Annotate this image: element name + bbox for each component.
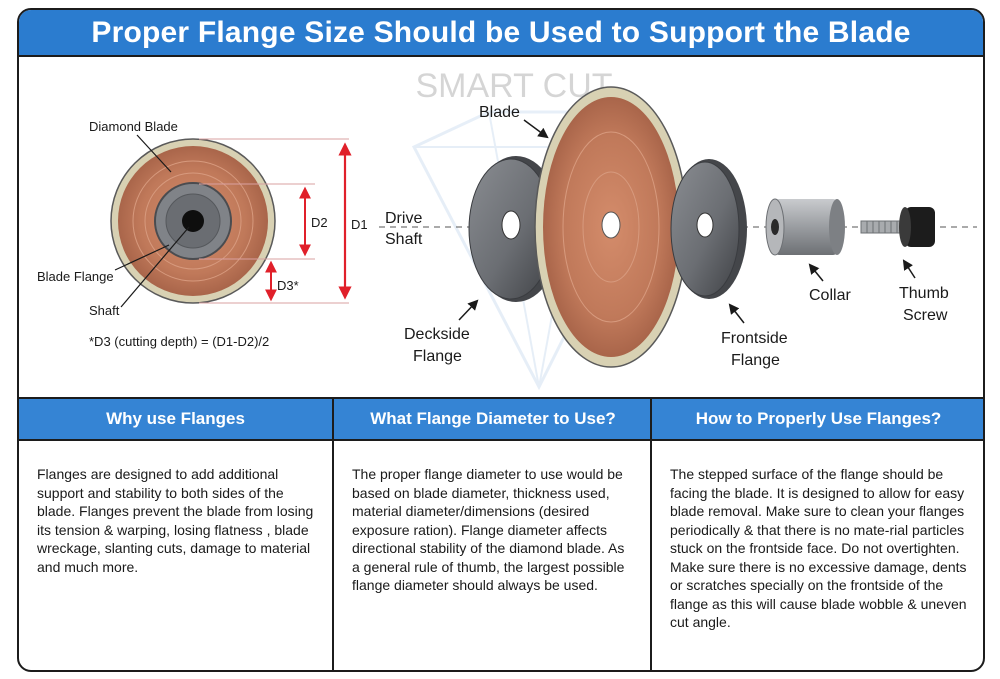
proper-use-column: How to Properly Use Flanges? The stepped… [650,399,983,670]
infographic-frame: Proper Flange Size Should be Used to Sup… [17,8,985,672]
flange-diameter-text: The proper flange diameter to use would … [352,466,625,593]
blade-flange-label: Blade Flange [37,269,114,284]
drive-shaft-label-line2: Shaft [385,231,423,248]
deckside-flange-label-line2: Flange [413,348,462,365]
proper-use-heading: How to Properly Use Flanges? [652,399,983,441]
cutting-depth-formula: *D3 (cutting depth) = (D1-D2)/2 [89,334,269,349]
blade-label: Blade [479,104,520,121]
frontside-flange [670,159,747,299]
thumb-screw-label-line2: Screw [903,307,948,324]
proper-use-text: The stepped surface of the flange should… [670,466,967,630]
why-use-flanges-text: Flanges are designed to add additional s… [37,466,314,575]
blade-side-view [534,86,688,368]
info-columns: Why use Flanges Flanges are designed to … [19,397,983,670]
shaft-label: Shaft [89,303,120,318]
drive-shaft-label-line1: Drive [385,210,422,227]
thumb-screw [860,207,935,247]
shaft-hole [182,210,204,232]
flange-diameter-heading: What Flange Diameter to Use? [334,399,652,441]
collar-label: Collar [809,287,851,304]
diamond-blade-label: Diamond Blade [89,119,178,134]
thumb-screw-label-line1: Thumb [899,285,949,302]
why-use-flanges-column: Why use Flanges Flanges are designed to … [19,399,332,670]
right-labels: Blade Drive Shaft Deckside Flange Fronts… [385,104,949,369]
diagram-canvas: SMART CUT [37,67,977,391]
d1-label: D1 [351,217,368,232]
collar [765,198,845,256]
flange-diameter-column: What Flange Diameter to Use? The proper … [332,399,652,670]
dimension-lines: D1 D2 D3* [199,138,368,304]
deckside-flange-label-line1: Deckside [404,326,470,343]
why-use-flanges-heading: Why use Flanges [19,399,332,441]
frontside-flange-label-line2: Flange [731,352,780,369]
page-title: Proper Flange Size Should be Used to Sup… [19,10,983,57]
flange-diagram: SMART CUT [19,57,983,397]
blade-front-view [110,138,276,304]
d2-label: D2 [311,215,328,230]
d3-label: D3* [277,278,299,293]
frontside-flange-label-line1: Frontside [721,330,788,347]
left-labels: Diamond Blade Blade Flange Shaft *D3 (cu… [37,119,269,349]
